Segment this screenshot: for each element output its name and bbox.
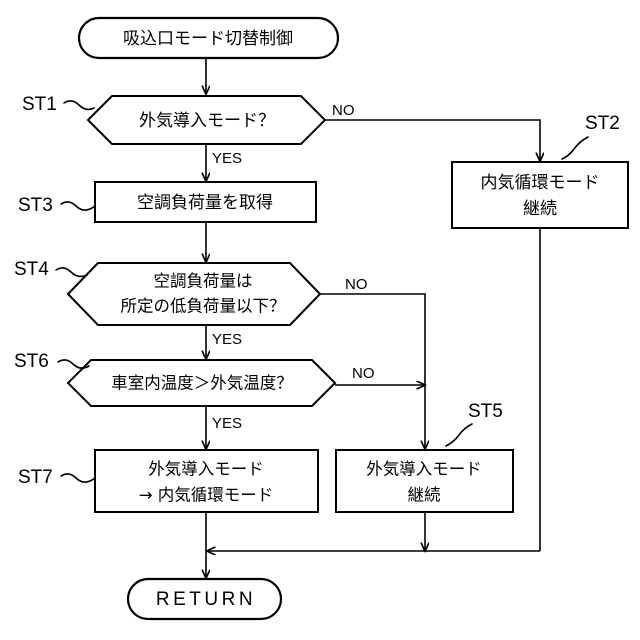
st3-process-shape (94, 181, 317, 223)
start-label: 吸込口モード切替制御 (123, 29, 293, 49)
step-label-st4: ST4 (14, 259, 49, 280)
step-label-st2: ST2 (585, 113, 620, 134)
connector-st4-no-to-st5 (320, 293, 425, 449)
st2-process-shape (451, 161, 629, 229)
start-terminator-shape (77, 16, 340, 60)
step-label-st1: ST1 (22, 94, 57, 115)
st4-decision-shape (66, 262, 322, 326)
step-label-st6: ST6 (14, 351, 49, 372)
branch-label-st1-no: NO (332, 102, 355, 119)
st7-process-shape (94, 449, 319, 513)
node-st5[interactable]: 外気導入モード 継続 (335, 449, 514, 513)
step-label-st3-group: ST3 (18, 195, 96, 216)
node-st1[interactable]: 外気導入モード？ (86, 95, 327, 145)
st1-decision-shape (86, 95, 327, 145)
step-label-st7-group: ST7 (18, 467, 96, 488)
branch-label-st4-yes: YES (212, 331, 242, 348)
step-label-st5-group: ST5 (445, 401, 503, 447)
step-label-st3: ST3 (18, 195, 53, 216)
leader-st6 (57, 359, 90, 369)
st5-text-line-2: 継続 (408, 486, 442, 505)
st4-text-line-1: 空調負荷量は (154, 272, 253, 291)
leader-st7 (60, 473, 96, 483)
leader-st1 (63, 100, 95, 111)
connector-st1-no-to-st2 (325, 119, 540, 161)
step-label-st5: ST5 (468, 401, 503, 422)
st2-text-line-2: 継続 (523, 199, 557, 219)
step-label-st2-group: ST2 (561, 113, 620, 160)
connector-layer (206, 58, 540, 578)
step-label-st4-group: ST4 (14, 259, 88, 280)
branch-label-st6-no: NO (352, 365, 375, 382)
st2-text-line-1: 内気循環モード (481, 173, 600, 193)
leader-st3 (60, 201, 96, 211)
leader-st5 (445, 423, 473, 447)
return-label: RETURN (156, 589, 256, 610)
st5-process-shape (335, 449, 514, 513)
node-st7[interactable]: 外気導入モード → 内気循環モード (94, 449, 319, 513)
return-terminator-shape (126, 577, 283, 621)
node-st2[interactable]: 内気循環モード 継続 (451, 161, 629, 229)
st1-text: 外気導入モード？ (139, 111, 275, 131)
node-st6[interactable]: 車室内温度＞外気温度？ (66, 359, 337, 407)
step-label-st6-group: ST6 (14, 351, 90, 372)
leader-st2 (561, 136, 589, 160)
st4-text-line-2: 所定の低負荷量以下？ (121, 297, 286, 316)
st7-text-line-2: → 内気循環モード (139, 486, 274, 505)
node-return[interactable]: RETURN (126, 577, 283, 621)
branch-label-st4-no: NO (345, 276, 368, 293)
st7-text-line-1: 外気導入モード (148, 460, 264, 479)
node-st3[interactable]: 空調負荷量を取得 (94, 181, 317, 223)
leader-st4 (55, 267, 88, 278)
st6-text: 車室内温度＞外気温度？ (111, 374, 293, 393)
branch-label-st1-yes: YES (212, 150, 242, 167)
node-start[interactable]: 吸込口モード切替制御 (77, 16, 340, 60)
node-st4[interactable]: 空調負荷量は 所定の低負荷量以下？ (66, 262, 322, 326)
step-label-st7: ST7 (18, 467, 53, 488)
step-label-st1-group: ST1 (22, 94, 95, 115)
branch-label-st6-yes: YES (212, 415, 242, 432)
st6-decision-shape (66, 359, 337, 407)
st5-text-line-1: 外気導入モード (366, 460, 482, 479)
st3-text: 空調負荷量を取得 (137, 193, 273, 213)
